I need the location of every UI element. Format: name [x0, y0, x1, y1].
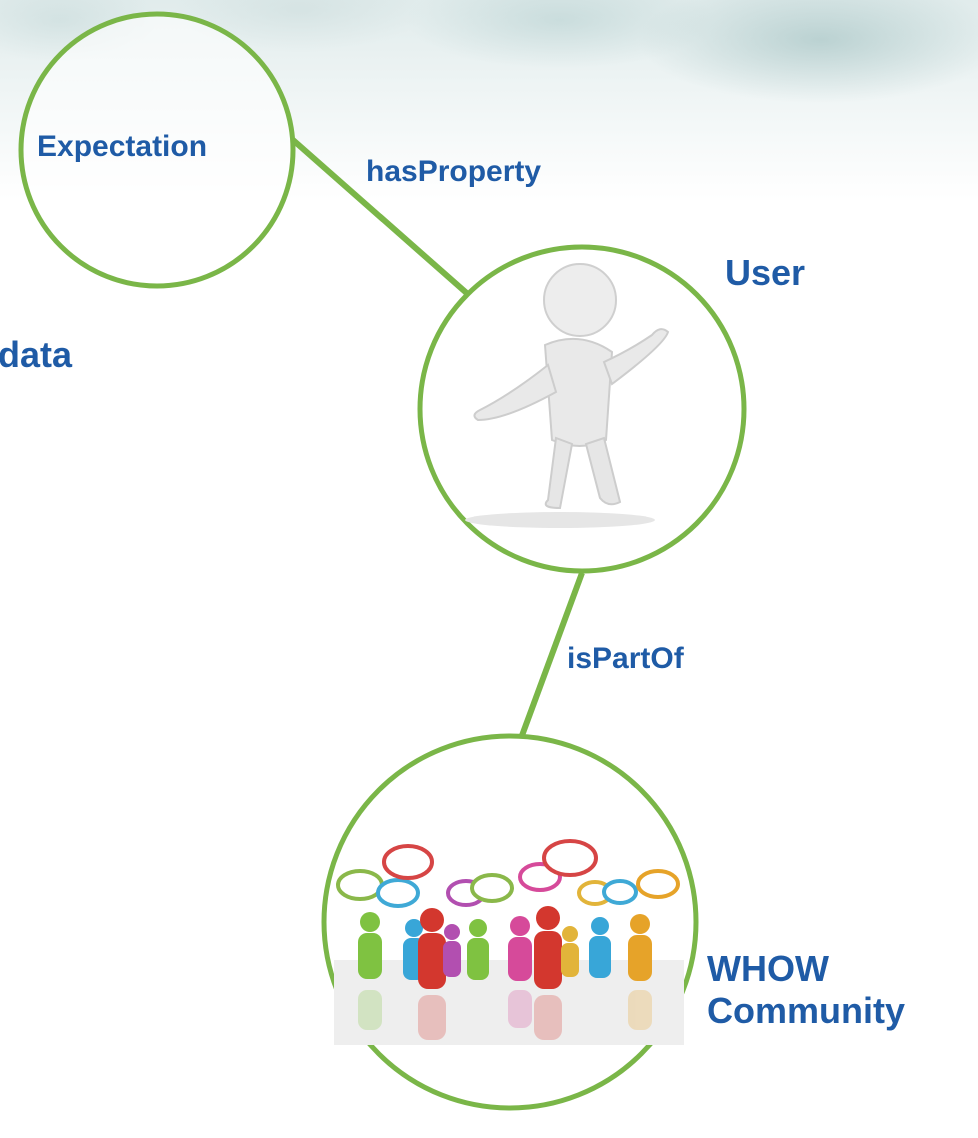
node-expectation-circle[interactable] — [18, 11, 296, 289]
edge-label-is-part-of: isPartOf — [567, 642, 684, 675]
node-label-expectation: Expectation — [37, 130, 208, 163]
edge-label-has-property: hasProperty — [366, 155, 542, 188]
edge-has-property — [291, 137, 472, 299]
node-user[interactable] — [417, 244, 747, 574]
node-label-user: User — [725, 252, 806, 293]
user-figure-icon — [465, 263, 670, 528]
community-crowd-icon — [334, 839, 684, 1045]
node-label-data-partial: data — [0, 334, 73, 375]
node-community[interactable] — [321, 733, 699, 1111]
node-label-community-line2: Community — [707, 990, 905, 1031]
node-label-community-line1: WHOW — [707, 948, 829, 989]
